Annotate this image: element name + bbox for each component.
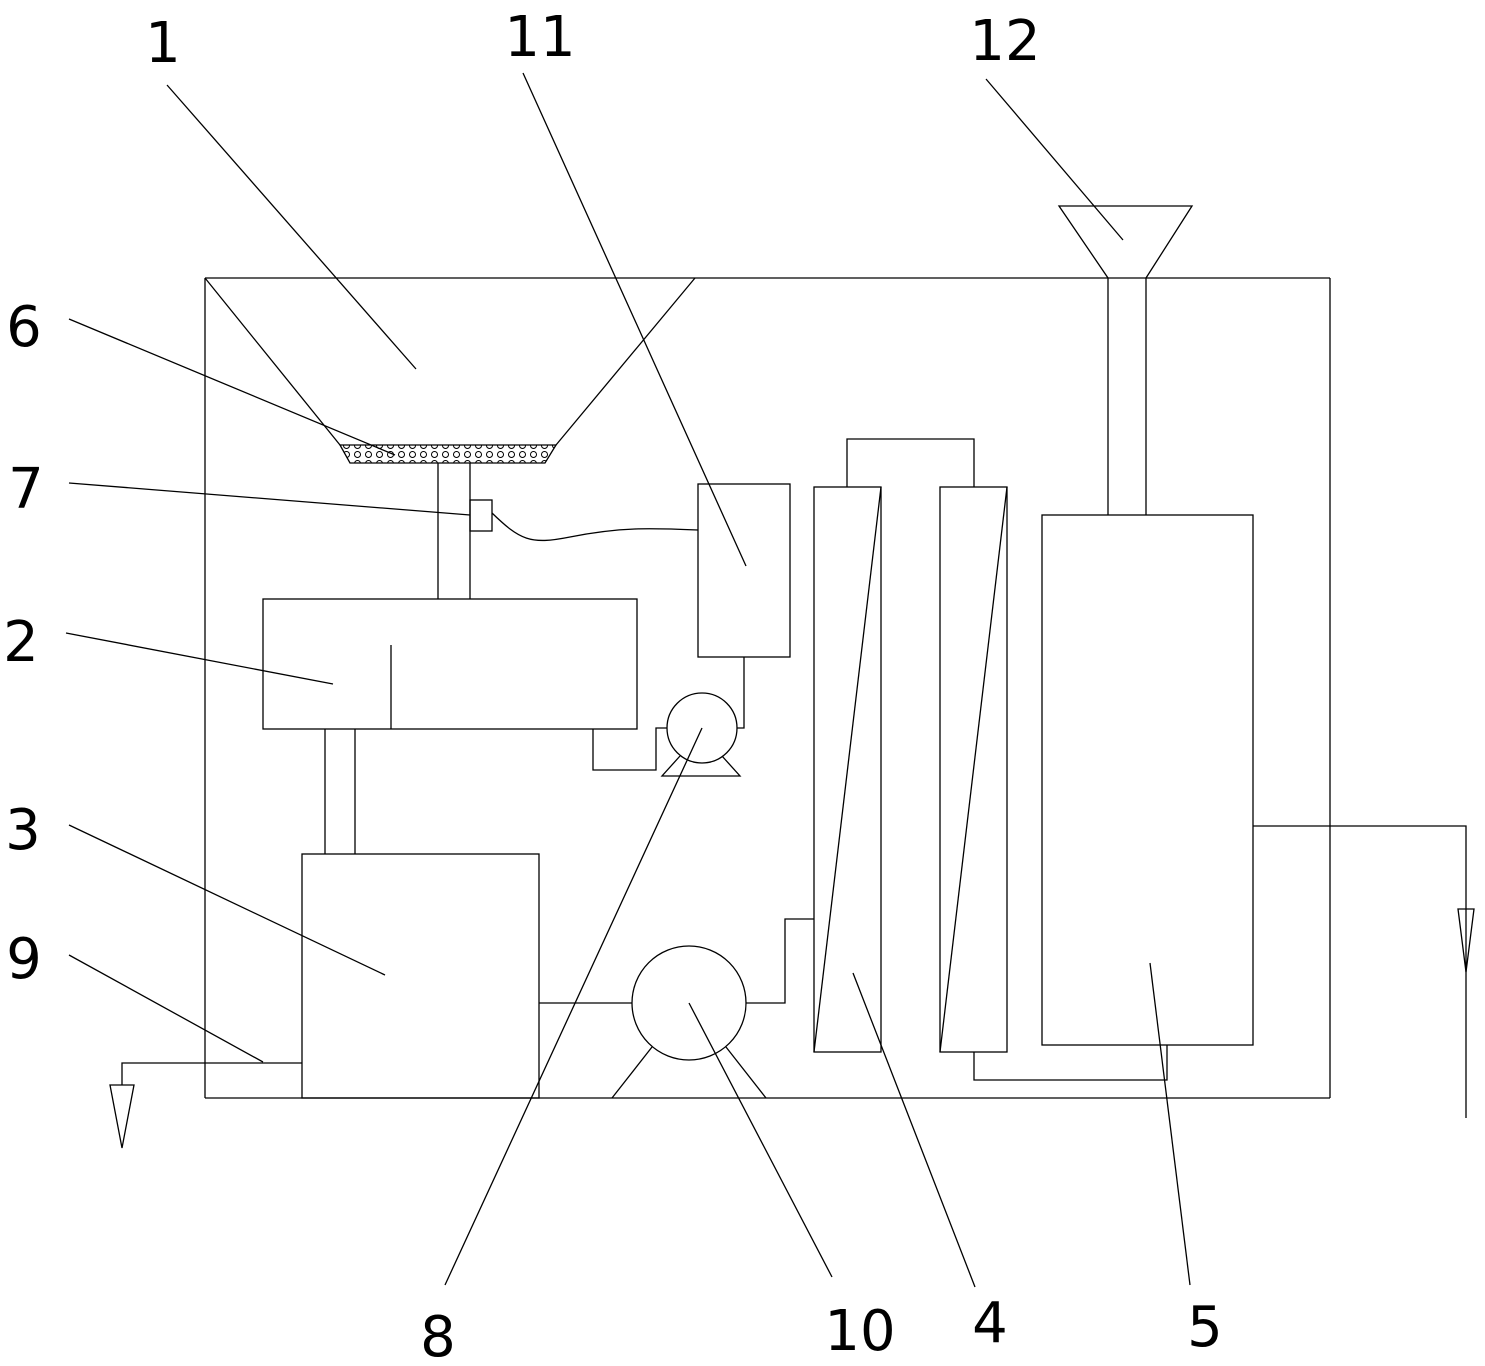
label-3: 3: [5, 798, 41, 863]
label-9: 9: [6, 927, 42, 992]
label-2: 2: [3, 610, 39, 675]
pipe-tank-to-reservoir: [324, 729, 356, 854]
controller-box: [697, 483, 791, 729]
label-5: 5: [1187, 1295, 1223, 1360]
pipe-pump-to-columns: [746, 918, 814, 1004]
component-labels: 1 11 12 6 7 2 3 9 8 10 4 5: [3, 5, 1223, 1366]
pipe-tank-to-small-pump: [592, 727, 667, 771]
leader-lines: [65, 72, 1191, 1288]
sensor: [469, 499, 699, 542]
drain-outlet: [109, 1062, 302, 1149]
small-pump: [660, 692, 742, 777]
hopper-funnel: [204, 277, 696, 446]
product-outlet: [1253, 825, 1475, 1118]
label-6: 6: [6, 295, 42, 360]
reservoir-tank: [301, 853, 540, 1099]
label-12: 12: [969, 9, 1040, 74]
label-10: 10: [824, 1299, 895, 1364]
label-4: 4: [972, 1291, 1008, 1356]
label-8: 8: [420, 1305, 456, 1366]
filter-columns: [813, 438, 1168, 1081]
filter-layer: [338, 444, 558, 464]
inlet-funnel: [1057, 205, 1194, 515]
storage-tank: [1041, 514, 1254, 1046]
main-pump: [611, 945, 767, 1099]
label-11: 11: [504, 5, 575, 70]
primary-tank: [262, 598, 638, 730]
pipe-hopper-to-tank: [437, 463, 471, 599]
outer-housing: [204, 277, 1331, 1099]
label-1: 1: [145, 11, 181, 76]
label-7: 7: [8, 457, 44, 522]
